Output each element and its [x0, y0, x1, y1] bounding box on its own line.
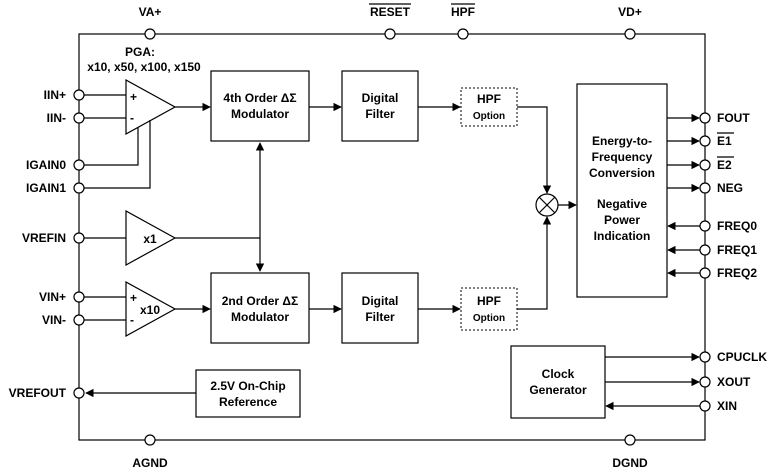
label-freq0: FREQ0 — [717, 219, 757, 233]
pin-freq0 — [699, 220, 711, 232]
wire-igain0 — [84, 127, 139, 166]
etf-line2: Frequency — [592, 150, 653, 164]
pin-igain1 — [73, 182, 85, 194]
filter-top-line1: Digital — [362, 91, 399, 105]
hpf-top-line1: HPF — [477, 92, 501, 106]
label-vrefout: VREFOUT — [9, 386, 67, 400]
hpf-option-bottom — [460, 287, 518, 331]
pin-iin-minus — [73, 112, 85, 124]
mod2-line2: Modulator — [231, 310, 289, 324]
hpf-bottom-line1: HPF — [477, 294, 501, 308]
on-chip-reference — [195, 369, 301, 418]
label-igain0: IGAIN0 — [26, 158, 66, 172]
label-iin-plus: IIN+ — [44, 88, 66, 102]
vin-amp-gain: x10 — [140, 303, 160, 317]
mod2-line1: 2nd Order ΔΣ — [222, 294, 299, 308]
hpf-bottom-line2: Option — [473, 313, 505, 324]
label-vin-plus: VIN+ — [39, 290, 66, 304]
pin-fout — [699, 112, 711, 124]
wire-hpf-bottom-to-multiplier — [517, 216, 552, 310]
pin-e2 — [699, 159, 711, 171]
clock-line1: Clock — [542, 367, 575, 381]
label-xout: XOUT — [717, 375, 751, 389]
pin-va-plus — [144, 28, 156, 40]
pin-agnd — [144, 434, 156, 446]
label-reset: RESET — [370, 5, 411, 19]
pin-xout — [699, 376, 711, 388]
filter-top-line2: Filter — [365, 107, 395, 121]
vin-plus-sign: + — [130, 291, 137, 305]
multiplier-cross-b — [538, 196, 556, 214]
vin-amplifier — [125, 280, 177, 338]
reference-line1: 2.5V On-Chip — [210, 379, 285, 393]
hpf-option-top — [460, 87, 518, 127]
wire-igain1 — [84, 120, 151, 189]
reference-line2: Reference — [219, 395, 277, 409]
pin-cpuclk — [699, 351, 711, 363]
label-agnd: AGND — [132, 456, 168, 470]
pin-dgnd — [624, 434, 636, 446]
label-iin-minus: IIN- — [47, 111, 66, 125]
clock-generator — [510, 345, 606, 419]
label-hpf: HPF — [451, 5, 475, 19]
buffer-gain: x1 — [143, 232, 157, 246]
pin-vrefout — [73, 387, 85, 399]
pin-vin-minus — [73, 314, 85, 326]
etf-line5: Power — [604, 213, 640, 227]
pin-freq1 — [699, 244, 711, 256]
label-e1: E1 — [717, 134, 732, 148]
pga-plus-sign: + — [130, 90, 137, 104]
label-vd-plus: VD+ — [618, 5, 642, 19]
filter-bottom-line2: Filter — [365, 310, 395, 324]
etf-line4: Negative — [597, 197, 647, 211]
label-e2: E2 — [717, 158, 732, 172]
pga-gains: x10, x50, x100, x150 — [87, 60, 201, 74]
filter-bottom-line1: Digital — [362, 294, 399, 308]
pga-minus-sign: - — [130, 111, 134, 125]
etf-line3: Conversion — [589, 166, 655, 180]
pga-title: PGA: — [125, 45, 155, 59]
etf-line1: Energy-to- — [592, 134, 652, 148]
pin-vd-plus — [624, 28, 636, 40]
digital-filter-top — [341, 70, 419, 142]
pin-freq2 — [699, 267, 711, 279]
label-fout: FOUT — [717, 111, 750, 125]
pin-neg — [699, 182, 711, 194]
energy-to-frequency-block — [576, 83, 668, 298]
label-vin-minus: VIN- — [42, 313, 66, 327]
pin-e1 — [699, 135, 711, 147]
label-freq2: FREQ2 — [717, 266, 757, 280]
pin-reset — [384, 28, 396, 40]
vin-minus-sign: - — [130, 313, 134, 327]
label-va-plus: VA+ — [139, 5, 162, 19]
mod4-line1: 4th Order ΔΣ — [223, 91, 296, 105]
pin-vrefin — [73, 232, 85, 244]
label-freq1: FREQ1 — [717, 243, 757, 257]
wire-hpf-top-to-multiplier — [517, 106, 552, 194]
pin-xin — [699, 400, 711, 412]
pin-hpf — [457, 28, 469, 40]
hpf-top-line2: Option — [473, 111, 505, 122]
modulator-4th-order — [210, 70, 310, 142]
label-dgnd: DGND — [612, 456, 648, 470]
label-xin: XIN — [717, 399, 737, 413]
label-cpuclk: CPUCLK — [717, 350, 767, 364]
pin-igain0 — [73, 159, 85, 171]
etf-line6: Indication — [594, 229, 651, 243]
pin-iin-plus — [73, 89, 85, 101]
label-igain1: IGAIN1 — [26, 181, 66, 195]
modulator-2nd-order — [210, 272, 310, 344]
label-vrefin: VREFIN — [22, 231, 66, 245]
pin-vin-plus — [73, 291, 85, 303]
clock-line2: Generator — [529, 383, 587, 397]
digital-filter-bottom — [341, 272, 419, 344]
label-neg: NEG — [717, 181, 743, 195]
mod4-line2: Modulator — [231, 107, 289, 121]
